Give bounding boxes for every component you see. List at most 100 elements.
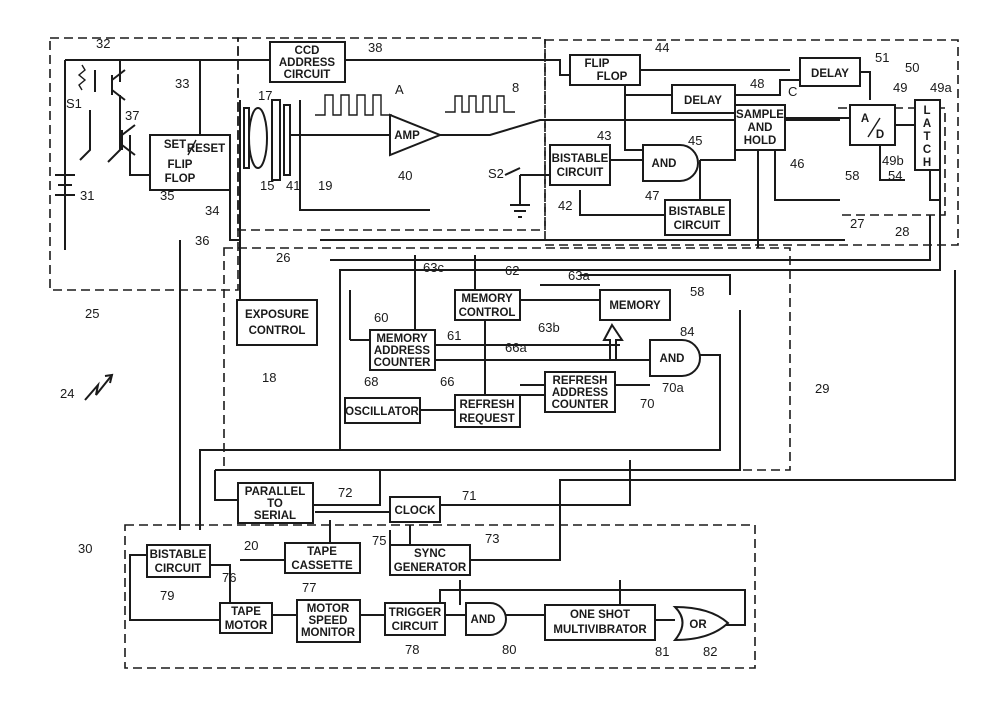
label-C: C <box>788 84 797 99</box>
label-58-top: 58 <box>845 168 859 183</box>
label-50: 50 <box>905 60 919 75</box>
dashed-outlines <box>49 37 959 669</box>
svg-text:SAMPLE: SAMPLE <box>736 109 784 121</box>
block-and-84-label: AND <box>660 353 685 365</box>
label-42: 42 <box>558 198 572 213</box>
svg-text:REFRESH: REFRESH <box>553 375 608 387</box>
outline-29 <box>223 247 791 471</box>
block-amp-label: AMP <box>394 130 420 142</box>
label-41: 41 <box>286 178 300 193</box>
svg-text:COUNTER: COUNTER <box>552 399 610 411</box>
svg-text:TO: TO <box>267 498 283 510</box>
svg-text:GENERATOR: GENERATOR <box>394 562 467 574</box>
outline-27 <box>544 39 959 246</box>
label-62: 62 <box>505 263 519 278</box>
svg-text:AND: AND <box>652 158 677 170</box>
block-and-80-label: AND <box>471 614 496 626</box>
label-63a: 63a <box>568 268 590 283</box>
block-bistable-79: BISTABLE CIRCUIT <box>146 544 211 578</box>
label-54: 54 <box>888 168 902 183</box>
svg-text:MEMORY: MEMORY <box>376 333 428 345</box>
block-memory: MEMORY <box>599 289 671 321</box>
label-49b: 49b <box>882 153 904 168</box>
svg-text:T: T <box>923 131 930 143</box>
label-70a: 70a <box>662 380 684 395</box>
label-44: 44 <box>655 40 669 55</box>
block-ad: A D <box>849 104 896 146</box>
block-set-reset: SET RESET FLIP FLOP <box>149 134 231 191</box>
svg-text:SET: SET <box>164 139 186 151</box>
outline-inner-top <box>838 107 946 216</box>
svg-text:AND: AND <box>471 614 496 626</box>
block-sync-generator: SYNC GENERATOR <box>389 544 471 576</box>
label-28: 28 <box>895 224 909 239</box>
svg-text:OSCILLATOR: OSCILLATOR <box>345 406 419 418</box>
block-ccd-address: CCD ADDRESS CIRCUIT <box>269 41 346 83</box>
label-58-mid: 58 <box>690 284 704 299</box>
svg-text:PARALLEL: PARALLEL <box>245 486 305 498</box>
block-bistable-42: BISTABLE CIRCUIT <box>549 144 611 186</box>
svg-text:MOTOR: MOTOR <box>225 620 268 632</box>
block-refresh-address-counter: REFRESH ADDRESS COUNTER <box>544 371 616 413</box>
block-tape-cassette: TAPE CASSETTE <box>284 542 361 574</box>
svg-text:DELAY: DELAY <box>811 68 849 80</box>
label-61: 61 <box>447 328 461 343</box>
label-49a: 49a <box>930 80 952 95</box>
label-40: 40 <box>398 168 412 183</box>
label-80: 80 <box>502 642 516 657</box>
label-36: 36 <box>195 233 209 248</box>
block-oscillator: OSCILLATOR <box>344 397 421 424</box>
svg-text:ADDRESS: ADDRESS <box>279 57 336 69</box>
svg-text:D: D <box>876 129 884 141</box>
block-sample-hold: SAMPLE AND HOLD <box>734 104 786 151</box>
svg-text:MOTOR: MOTOR <box>307 603 350 615</box>
label-37: 37 <box>125 108 139 123</box>
svg-text:RESET: RESET <box>187 143 225 155</box>
block-flip-flop-44: FLIP FLOP <box>569 54 641 86</box>
label-79: 79 <box>160 588 174 603</box>
and-gate-84 <box>649 339 701 377</box>
svg-text:FLOP: FLOP <box>597 71 628 83</box>
label-47: 47 <box>645 188 659 203</box>
svg-text:TAPE: TAPE <box>307 546 337 558</box>
svg-text:CIRCUIT: CIRCUIT <box>557 167 604 179</box>
svg-text:A: A <box>861 113 869 125</box>
block-bistable-47: BISTABLE CIRCUIT <box>664 199 731 236</box>
label-S1: S1 <box>66 96 82 111</box>
label-45: 45 <box>688 133 702 148</box>
svg-text:AMP: AMP <box>394 130 420 142</box>
block-refresh-request: REFRESH REQUEST <box>454 394 521 428</box>
label-34: 34 <box>205 203 219 218</box>
label-51: 51 <box>875 50 889 65</box>
svg-text:AND: AND <box>748 122 773 134</box>
label-63c: 63c <box>423 260 444 275</box>
label-27: 27 <box>850 216 864 231</box>
label-25: 25 <box>85 306 99 321</box>
label-68: 68 <box>364 374 378 389</box>
svg-text:ADDRESS: ADDRESS <box>552 387 609 399</box>
arrow-24-head <box>104 373 114 384</box>
and-gate-80 <box>465 602 507 636</box>
svg-text:CIRCUIT: CIRCUIT <box>284 69 331 81</box>
arrow-24 <box>84 374 113 401</box>
block-one-shot: ONE SHOT MULTIVIBRATOR <box>544 604 656 641</box>
block-or-82-label: OR <box>689 619 707 631</box>
svg-text:CCD: CCD <box>295 45 320 57</box>
block-and-45-label: AND <box>652 158 677 170</box>
outline-26 <box>237 37 546 231</box>
components <box>55 64 730 642</box>
svg-text:BISTABLE: BISTABLE <box>669 206 726 218</box>
svg-text:CIRCUIT: CIRCUIT <box>155 563 202 575</box>
switch-s2 <box>504 167 521 176</box>
svg-text:HOLD: HOLD <box>744 135 777 147</box>
svg-text:MULTIVIBRATOR: MULTIVIBRATOR <box>553 624 647 636</box>
or-gate-82 <box>672 605 730 642</box>
label-30: 30 <box>78 541 92 556</box>
ccd-17 <box>271 99 281 181</box>
blocks: CCD ADDRESS CIRCUIT FLIP FLOP DELAY DELA… <box>146 41 941 643</box>
svg-text:CASSETTE: CASSETTE <box>291 560 353 572</box>
svg-text:ADDRESS: ADDRESS <box>374 345 431 357</box>
label-63b: 63b <box>538 320 560 335</box>
block-latch: L A T C H <box>914 99 941 171</box>
